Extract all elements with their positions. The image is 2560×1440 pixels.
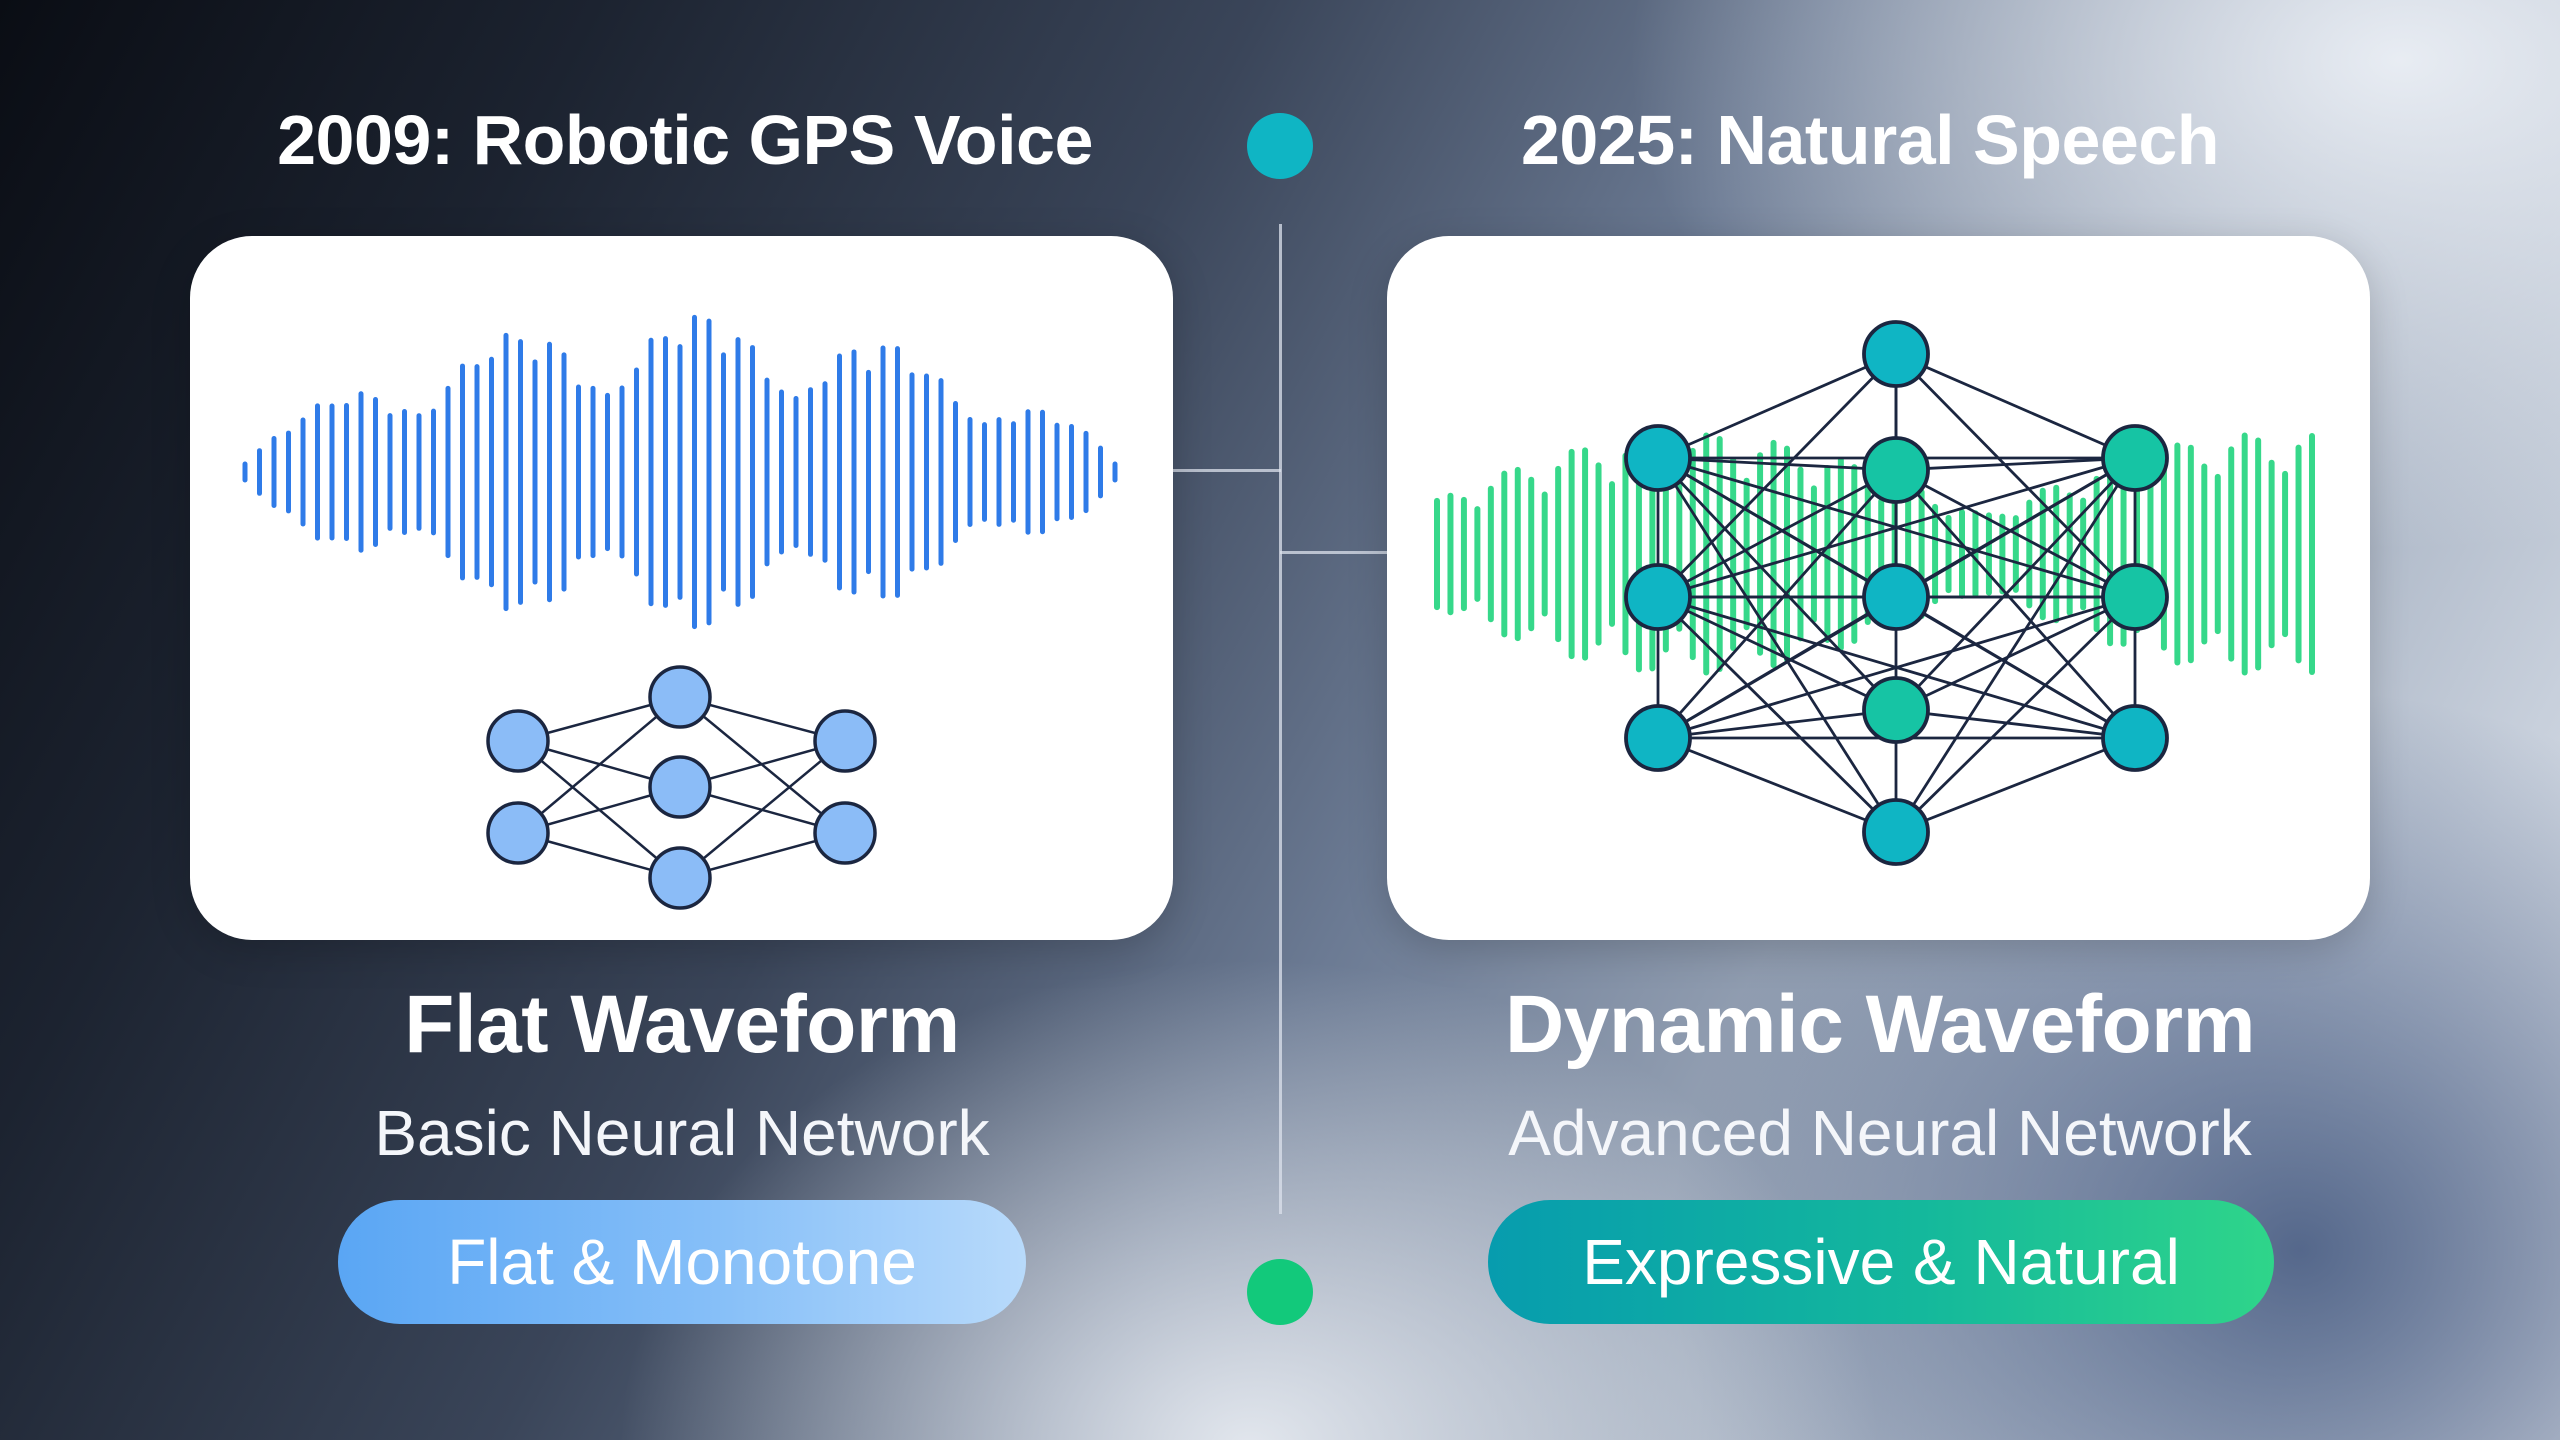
network-node [1862, 563, 1930, 631]
network-node [2101, 424, 2169, 492]
network-edge [1895, 468, 2136, 599]
left-title: 2009: Robotic GPS Voice [277, 101, 1093, 179]
network-node [1862, 676, 1930, 744]
network-edge [1895, 353, 2136, 598]
network-node [648, 755, 712, 819]
network-edge [1656, 457, 1898, 833]
connector-left [1170, 469, 1281, 472]
neural-network [1624, 320, 2169, 866]
network-node [648, 846, 712, 910]
network-edge [1894, 457, 2137, 833]
network-node [1624, 704, 1692, 772]
timeline-dot-top [1247, 113, 1313, 179]
network-edge [1657, 596, 1897, 833]
right-title: 2025: Natural Speech [1520, 101, 2220, 179]
timeline-dot-bottom [1247, 1259, 1313, 1325]
waveform [242, 314, 1118, 630]
network-edge [1656, 353, 1898, 598]
dynamic-waveform-network-illustration [1434, 320, 2315, 866]
left-badge-label: Flat & Monotone [447, 1226, 917, 1298]
connector-right [1280, 551, 1390, 554]
network-node [1862, 320, 1930, 388]
network-node [486, 709, 550, 773]
network-edge [1895, 708, 2136, 740]
network-edge [1657, 708, 1897, 740]
network-edge [1657, 456, 1897, 472]
right-illustration-card [1387, 236, 2370, 940]
network-node [486, 801, 550, 865]
left-heading: Flat Waveform [404, 979, 960, 1070]
network-edge [1895, 596, 2136, 833]
network-edge [1657, 352, 1897, 460]
network-edge [1895, 595, 2136, 712]
network-edge [679, 740, 846, 879]
left-subtitle: Basic Neural Network [374, 1097, 990, 1169]
left-illustration-card [190, 236, 1173, 940]
neural-network [486, 665, 877, 910]
network-node [1862, 436, 1930, 504]
right-badge-label: Expressive & Natural [1582, 1226, 2180, 1298]
waveform [1434, 432, 2315, 676]
network-edge [1657, 595, 1897, 712]
network-node [813, 709, 877, 773]
network-node [1624, 563, 1692, 631]
network-node [1862, 798, 1930, 866]
network-node [648, 665, 712, 729]
left-badge: Flat & Monotone [338, 1200, 1026, 1324]
flat-waveform-network-illustration [242, 314, 1118, 910]
network-node [2101, 563, 2169, 631]
network-edge [1657, 468, 1897, 599]
network-edge [1656, 457, 1898, 711]
network-edge [517, 696, 681, 834]
network-node [1624, 424, 1692, 492]
network-edge [1894, 457, 2137, 711]
network-edge [1657, 736, 1897, 834]
right-badge: Expressive & Natural [1488, 1200, 2274, 1324]
network-node [813, 801, 877, 865]
right-subtitle: Advanced Neural Network [1508, 1097, 2252, 1169]
timeline-line [1279, 224, 1282, 1214]
network-node [2101, 704, 2169, 772]
right-heading: Dynamic Waveform [1505, 979, 2255, 1070]
network-edge [1895, 736, 2136, 834]
network-edge [1895, 352, 2136, 460]
network-edge [1895, 456, 2136, 472]
